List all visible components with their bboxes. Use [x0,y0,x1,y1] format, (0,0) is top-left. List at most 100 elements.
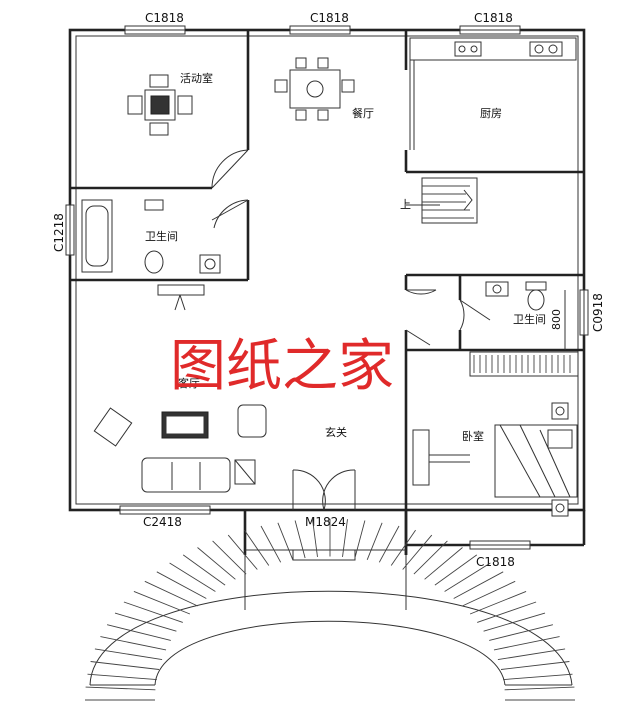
armchair-left-icon [93,407,133,447]
window-code-right-side: C0918 [591,293,605,332]
stair-tread [260,525,282,563]
armchair-right-icon [237,404,267,438]
window-top-left [124,25,186,35]
toilet-right-icon [525,281,547,311]
stair-tread [483,612,546,632]
nightstand-bottom-icon [551,499,569,517]
window-bottom-right [469,540,531,550]
stair-tread [85,686,156,691]
room-label-living: 客厅 [178,376,200,390]
sink-icon [454,41,482,57]
window-code-bottom-left: C2418 [143,515,182,529]
porch [244,549,407,610]
stair-treads [85,518,575,701]
stair-tread [504,686,575,691]
window-code-left-side: C1218 [52,213,66,252]
stair-tread [497,648,566,661]
window-left-side [65,204,75,256]
stair-tread [312,519,318,557]
stair-tread [114,612,177,632]
room-label-bath-right: 卫生间 [513,312,546,326]
stair-tread [500,661,570,670]
room-label-kitchen: 厨房 [480,107,502,120]
stair-tread [354,520,366,559]
stove-icon [529,41,563,57]
curved-stairs [85,518,575,701]
stair-tread [453,571,504,599]
stair-tread [144,580,198,607]
side-table-icon [234,459,256,485]
stair-tread [133,590,191,615]
interior-stairs [406,177,478,224]
stair-tread [87,673,157,681]
room-label-foyer: 玄关 [325,425,347,439]
stair-tread [493,636,560,651]
stair-tread [342,519,348,557]
stair-tread [503,673,573,681]
stair-tread [197,547,236,580]
door-activity [211,149,249,189]
stair-tread [244,529,270,566]
window-top-right [459,25,521,35]
stair-tread [227,534,258,570]
toilet-left-icon [144,199,164,274]
sofa-icon [141,457,231,493]
stair-tread [123,601,183,623]
coffee-table-icon [161,411,209,439]
dining-table-icon [274,57,355,121]
bathtub-icon [81,199,113,273]
stair-tread [156,571,207,599]
stair-tread [212,540,247,575]
closet [469,351,579,377]
window-top-mid [289,25,351,35]
watermark-text: 图纸之家 [170,334,394,399]
window-code-top-left: C1818 [145,11,184,25]
room-label-dining: 餐厅 [352,106,374,120]
door-code: M1824 [305,515,346,529]
stair-tread [169,562,216,592]
window-code-top-mid: C1818 [310,11,349,25]
basin-left-icon [199,254,221,274]
stair-tread [366,522,383,560]
stair-tread [462,580,516,607]
front-door [292,469,356,511]
stair-tread [277,522,294,560]
stair-tread [424,547,463,580]
stair-tread [402,534,433,570]
stair-tread [469,590,527,615]
stair-tread [94,648,163,661]
window-code-bottom-right: C1818 [476,555,515,569]
dim-800-label: 800 [550,309,563,330]
room-label-bath-left: 卫生间 [145,229,178,243]
interior-walls [70,30,586,555]
living-tv-icon [157,284,205,311]
window-right-side [579,289,589,336]
door-bath-right [405,289,491,331]
stair-tread [477,601,537,623]
stair-tread [90,661,160,670]
nightstand-top-icon [551,402,569,420]
stair-tread [100,636,167,651]
bedroom-tv-icon [412,429,470,486]
stair-tread [444,562,491,592]
stair-tread [378,525,400,563]
basin-right-icon [485,281,509,297]
kitchen-counter [409,37,577,150]
stair-tread [294,520,306,559]
room-label-activity: 活动室 [180,71,213,85]
window-code-top-right: C1818 [474,11,513,25]
door-bedroom [405,329,431,346]
stair-tread [106,624,171,641]
stair-up-label: 上 [400,198,411,211]
window-bottom-left [119,505,211,515]
stair-tread [182,554,226,586]
stair-tread [390,529,416,566]
activity-table-icon [127,74,193,136]
stair-tread [413,540,448,575]
bed-icon [494,424,578,498]
stair-tread [434,554,478,586]
stair-tread [489,624,554,641]
room-label-bedroom: 卧室 [462,429,484,443]
door-bath-left [211,199,249,229]
